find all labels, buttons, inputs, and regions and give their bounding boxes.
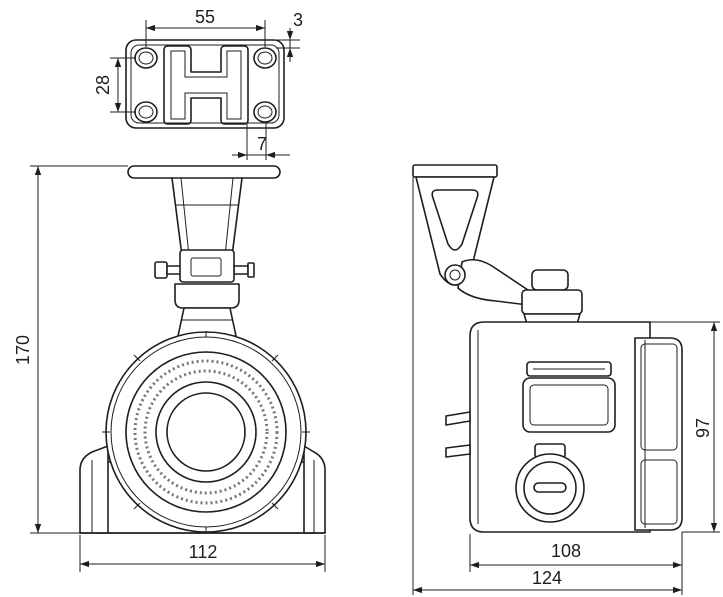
dimension-overall-depth: 124 xyxy=(412,177,682,595)
dimension-label: 124 xyxy=(532,568,562,588)
dimension-label: 170 xyxy=(13,335,33,365)
connector-slot xyxy=(533,482,567,493)
dimension-hole-offset: 7 xyxy=(232,122,290,160)
mounting-hole xyxy=(253,101,277,123)
dimension-label: 97 xyxy=(693,418,713,438)
mount-cap xyxy=(531,269,569,291)
left-side-lug xyxy=(79,445,109,534)
neck-joint xyxy=(174,283,240,309)
dimension-label: 7 xyxy=(257,134,267,154)
label-ring-print xyxy=(133,359,279,505)
side-cover xyxy=(634,337,683,531)
side-window xyxy=(522,377,616,433)
dimension-label: 28 xyxy=(93,75,113,95)
dimension-label: 108 xyxy=(551,541,581,561)
mounting-hole xyxy=(253,47,277,69)
clamp-block xyxy=(179,249,235,283)
dimension-height: 170 xyxy=(13,165,128,534)
detector-side-view xyxy=(412,164,683,533)
label-ring xyxy=(125,351,287,513)
dimension-top-offset: 3 xyxy=(272,10,303,62)
mounting-plate-top-view xyxy=(125,39,285,129)
plate-outline xyxy=(125,39,285,129)
dimension-body-height: 97 xyxy=(650,321,720,533)
housing-notches xyxy=(102,331,310,533)
bracket-triangle-hole xyxy=(431,189,479,251)
dimension-front-width: 112 xyxy=(79,535,326,572)
window-bezel xyxy=(155,381,257,483)
dimension-label: 112 xyxy=(189,542,218,562)
dimension-body-depth: 108 xyxy=(469,532,683,595)
mount-block xyxy=(521,289,583,315)
h-rib-inner xyxy=(170,50,242,120)
dimension-top-height: 28 xyxy=(93,57,136,113)
side-tab xyxy=(445,444,471,458)
dimension-top-width: 55 xyxy=(145,7,266,47)
clamp-bolt xyxy=(154,261,255,279)
bracket-elbow-arm xyxy=(457,258,529,306)
bracket-plate xyxy=(412,164,498,178)
pivot-bolt xyxy=(444,264,466,286)
dimension-label: 55 xyxy=(195,7,215,27)
plate-rim xyxy=(130,44,280,124)
label-ring-print xyxy=(143,369,269,495)
detector-front-view xyxy=(79,165,326,534)
h-rib-outer xyxy=(163,45,249,125)
side-tab xyxy=(445,411,471,426)
mounting-hole xyxy=(134,101,158,123)
dimension-label: 3 xyxy=(293,10,303,30)
mounting-hole xyxy=(134,47,158,69)
sensor-window xyxy=(166,392,246,472)
bracket-plate xyxy=(127,165,281,179)
